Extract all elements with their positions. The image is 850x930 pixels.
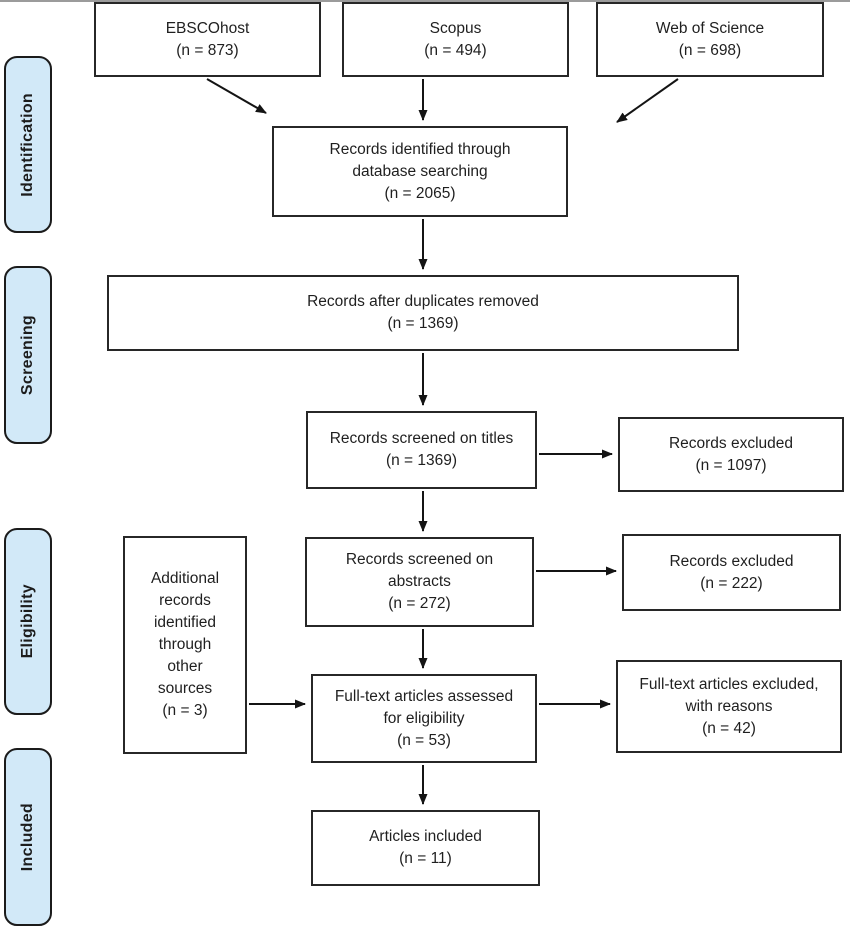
stage-label-identification: Identification [4, 56, 52, 233]
node-articles-included-label: Articles included (n = 11) [369, 828, 482, 867]
node-screened-titles: Records screened on titles (n = 1369) [306, 411, 537, 489]
top-border-line [0, 0, 850, 2]
node-scopus: Scopus (n = 494) [342, 2, 569, 77]
node-excluded-titles-label: Records excluded (n = 1097) [668, 434, 794, 474]
node-additional-sources-label: Additional records identified through ot… [150, 570, 220, 719]
stage-label-included-text: Included [19, 802, 36, 872]
node-fulltext-assessed-label: Full-text articles assessed for eligibil… [334, 687, 514, 749]
node-duplicates-removed: Records after duplicates removed (n = 13… [107, 275, 739, 351]
stage-label-eligibility-text: Eligibility [19, 584, 36, 659]
node-screened-abstracts: Records screened on abstracts (n = 272) [305, 537, 534, 627]
node-scopus-label: Scopus (n = 494) [424, 19, 487, 59]
arrow-wos-to-identified [616, 78, 679, 123]
arrow-ebscohost-to-identified [206, 78, 267, 114]
node-fulltext-excluded-label: Full-text articles excluded, with reason… [639, 675, 819, 737]
stage-label-eligibility: Eligibility [4, 528, 52, 715]
node-fulltext-assessed: Full-text articles assessed for eligibil… [311, 674, 537, 763]
stage-label-included: Included [4, 748, 52, 926]
node-excluded-abstracts-label: Records excluded (n = 222) [669, 552, 794, 592]
stage-label-screening: Screening [4, 266, 52, 444]
node-fulltext-excluded: Full-text articles excluded, with reason… [616, 660, 842, 753]
node-records-identified: Records identified through database sear… [272, 126, 568, 217]
node-screened-titles-label: Records screened on titles (n = 1369) [329, 430, 514, 469]
node-web-of-science: Web of Science (n = 698) [596, 2, 824, 77]
node-ebscohost: EBSCOhost (n = 873) [94, 2, 321, 77]
node-screened-abstracts-label: Records screened on abstracts (n = 272) [345, 551, 494, 612]
node-additional-sources: Additional records identified through ot… [123, 536, 247, 754]
node-records-identified-label: Records identified through database sear… [329, 140, 511, 202]
stage-label-identification-text: Identification [19, 92, 36, 197]
node-ebscohost-label: EBSCOhost (n = 873) [165, 19, 250, 59]
node-excluded-abstracts: Records excluded (n = 222) [622, 534, 841, 611]
node-web-of-science-label: Web of Science (n = 698) [655, 19, 765, 59]
node-duplicates-removed-label: Records after duplicates removed (n = 13… [307, 293, 539, 332]
node-excluded-titles: Records excluded (n = 1097) [618, 417, 844, 492]
node-articles-included: Articles included (n = 11) [311, 810, 540, 886]
stage-label-screening-text: Screening [19, 314, 36, 396]
